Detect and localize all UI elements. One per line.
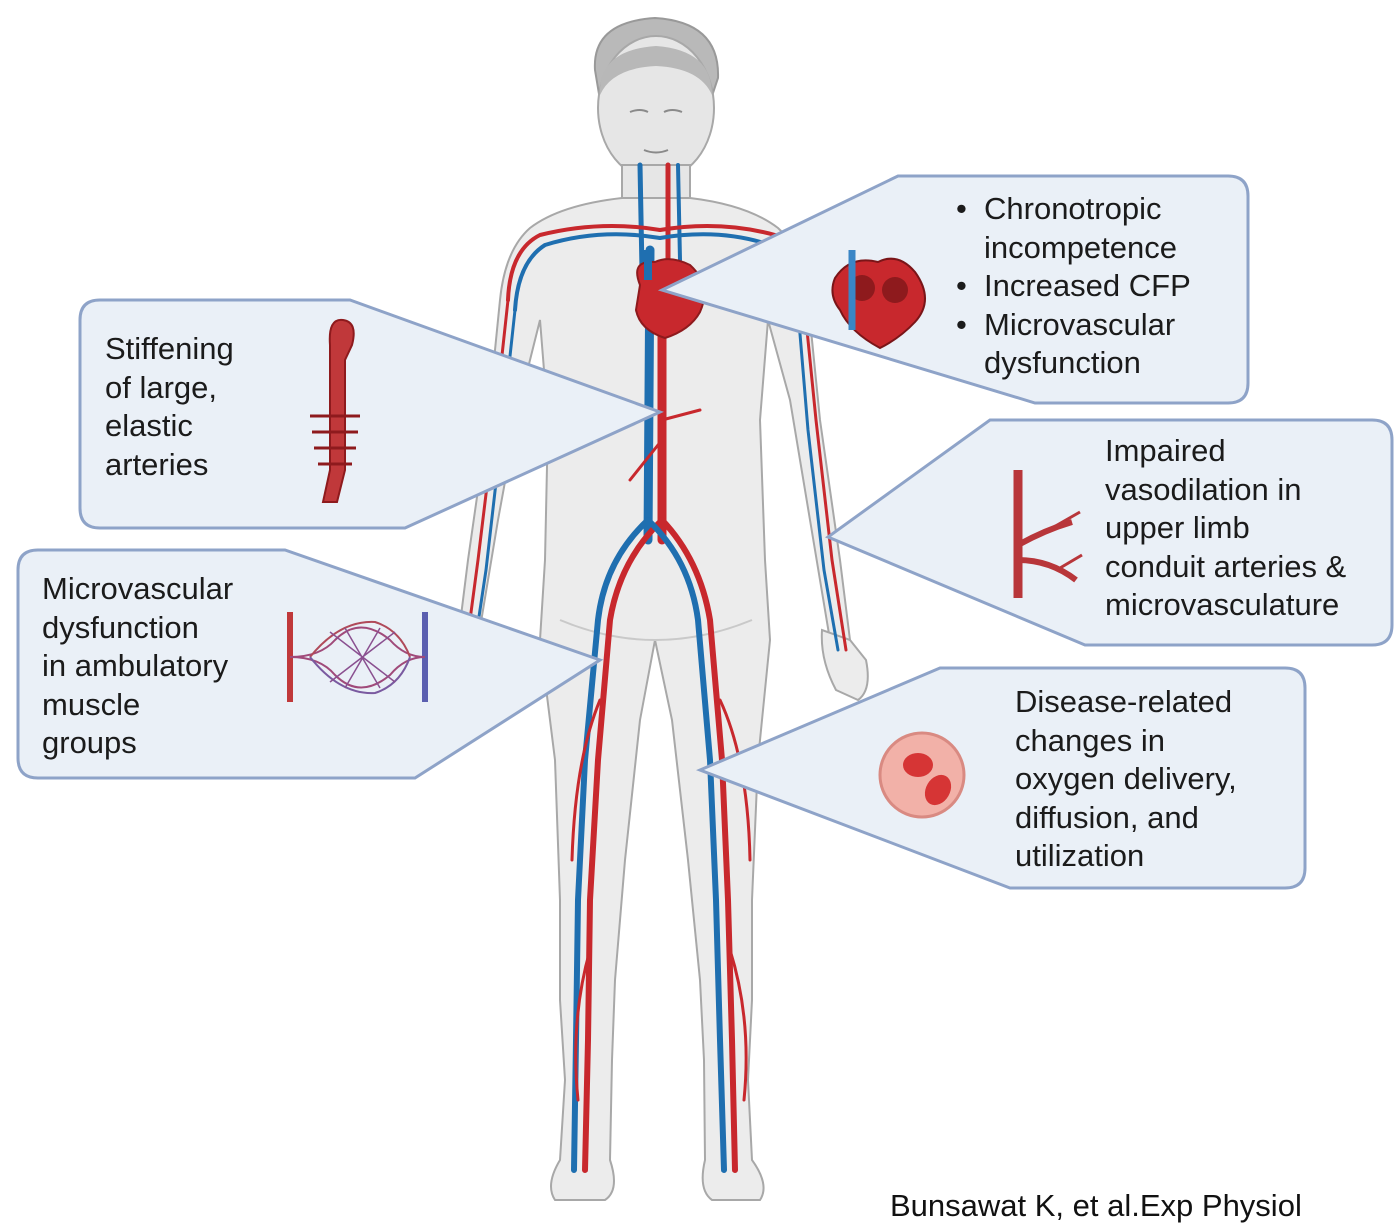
callout-line: dysfunction [42,609,233,648]
bullet-line: Increased CFP [984,267,1191,306]
bullet-item: Chronotropic incompetence [950,190,1191,267]
callout-oxygen-text: Disease-related changes in oxygen delive… [1015,683,1237,876]
bullet-item: Increased CFP [950,267,1191,306]
bullet-line: dysfunction [984,344,1191,383]
callout-line: oxygen delivery, [1015,760,1237,799]
callout-line: of large, [105,369,234,408]
callout-line: Stiffening [105,330,234,369]
callout-line: Microvascular [42,570,233,609]
callout-line: vasodilation in [1105,471,1346,510]
callout-heart-text: Chronotropic incompetence Increased CFP … [950,190,1191,383]
callout-line: microvasculature [1105,586,1346,625]
callout-line: upper limb [1105,509,1346,548]
red-blood-cell-icon [880,733,964,817]
callout-line: elastic [105,407,234,446]
bullet-line: incompetence [984,229,1191,268]
callout-line: changes in [1015,722,1237,761]
callout-line: diffusion, and [1015,799,1237,838]
callout-line: utilization [1015,837,1237,876]
callout-microvascular-text: Microvascular dysfunction in ambulatory … [42,570,233,763]
bullet-line: Chronotropic [984,190,1191,229]
callout-stiffening-text: Stiffening of large, elastic arteries [105,330,234,484]
callout-line: muscle [42,686,233,725]
callout-line: conduit arteries & [1105,548,1346,587]
bullet-line: Microvascular [984,306,1191,345]
callout-vasodilation-text: Impaired vasodilation in upper limb cond… [1105,432,1346,625]
callout-line: in ambulatory [42,647,233,686]
callout-line: Impaired [1105,432,1346,471]
body-icon [451,18,868,1200]
callout-line: groups [42,724,233,763]
callout-line: Disease-related [1015,683,1237,722]
citation: Bunsawat K, et al.Exp Physiol [890,1188,1302,1224]
bullet-item: Microvascular dysfunction [950,306,1191,383]
callout-line: arteries [105,446,234,485]
